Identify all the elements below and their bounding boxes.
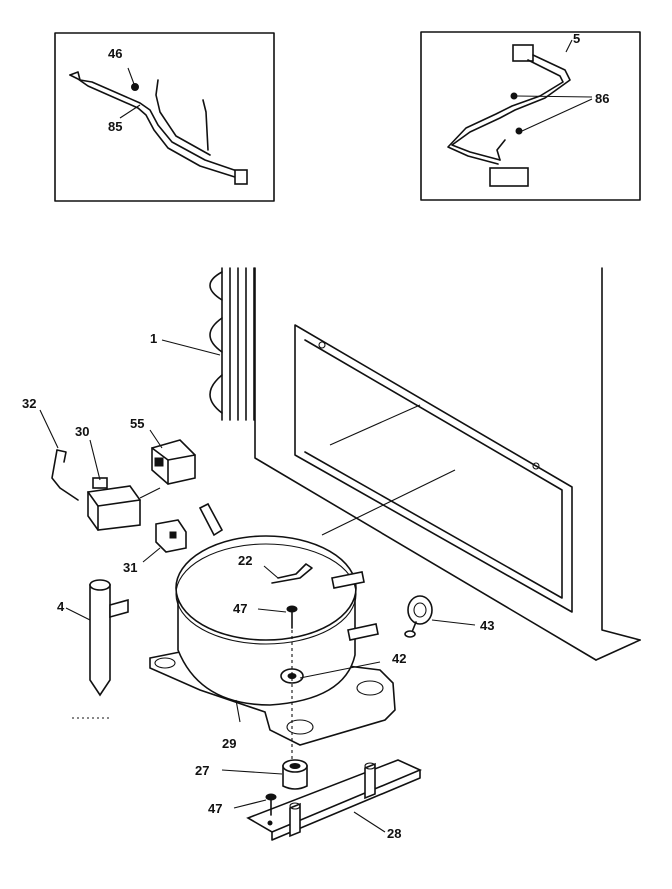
label-28: 28	[387, 826, 401, 841]
part-29-compressor: 22 47 42 29	[149, 502, 406, 760]
label-55: 55	[130, 416, 144, 431]
screw-86b-icon	[515, 127, 523, 135]
label-1: 1	[150, 331, 157, 346]
screw-46-icon	[131, 83, 139, 91]
part-32-clip: 32	[22, 396, 79, 501]
label-5: 5	[573, 31, 580, 46]
label-43: 43	[480, 618, 494, 633]
inset-harness-5: 5 86	[420, 31, 641, 201]
part-31-terminal: 31	[123, 519, 187, 575]
inset-harness-85: 46 85	[54, 32, 275, 202]
label-32: 32	[22, 396, 36, 411]
part-28-bracket: 28	[246, 759, 422, 841]
part-30-relay: 30	[75, 424, 161, 531]
part-43-clamp: 43	[404, 595, 494, 638]
part-4-drier: 4	[57, 579, 129, 697]
label-42: 42	[392, 651, 406, 666]
label-47b: 47	[208, 801, 222, 816]
label-4: 4	[57, 599, 65, 614]
screw-86a-icon	[510, 92, 518, 100]
screw-47-bottom: 47	[208, 793, 277, 816]
part-55-overload: 55	[130, 416, 196, 485]
part-27-grommet: 27	[195, 759, 308, 790]
label-30: 30	[75, 424, 89, 439]
label-85: 85	[108, 119, 122, 134]
label-29: 29	[222, 736, 236, 751]
label-31: 31	[123, 560, 137, 575]
label-47a: 47	[233, 601, 247, 616]
condenser-coil: 1	[150, 267, 255, 421]
label-27: 27	[195, 763, 209, 778]
refrigerator-cabinet	[254, 267, 641, 661]
label-46: 46	[108, 46, 122, 61]
label-22: 22	[238, 553, 252, 568]
label-86: 86	[595, 91, 609, 106]
